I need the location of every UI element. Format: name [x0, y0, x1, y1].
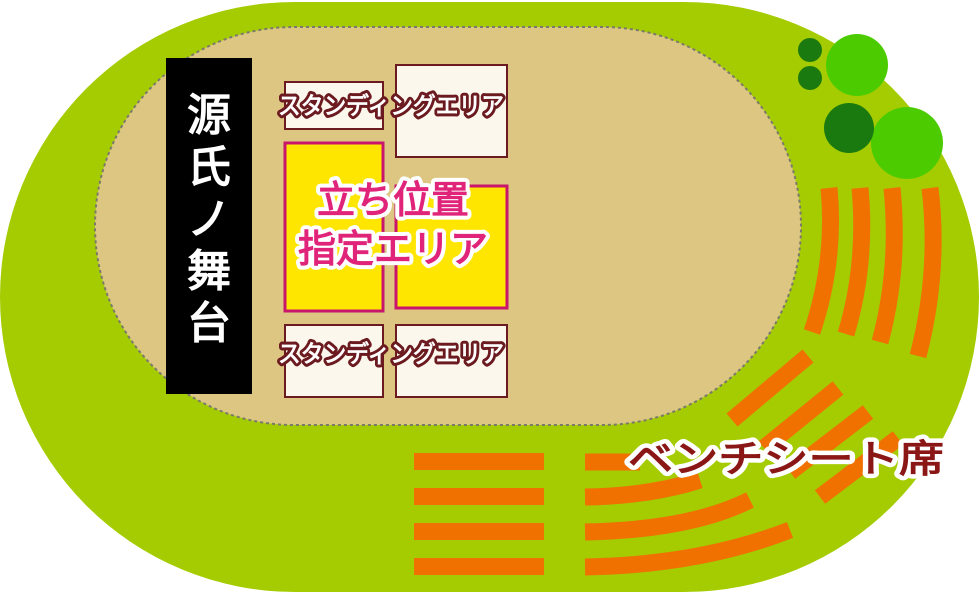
bench-seat-icon [784, 405, 874, 479]
bench-seat-icon [837, 187, 871, 337]
stage-label-char: 台 [187, 298, 231, 349]
bench-seat-area [414, 186, 942, 576]
standing-area-bottom-label: スタンディングエリア [278, 340, 504, 368]
stage-label-char: 舞 [187, 246, 231, 297]
bench-seat-icon [726, 349, 814, 427]
standing-area-top-label: スタンディングエリア [278, 92, 504, 120]
standing-area-top: スタンディングエリア [275, 64, 508, 158]
reserved-area-label-line2: 指定エリア [298, 227, 488, 271]
standing-area-bottom: スタンディングエリア [275, 324, 508, 398]
bench-seat-icon [584, 492, 754, 541]
stage-label-char: 氏 [187, 142, 231, 193]
tree-icon [871, 107, 943, 179]
reserved-area: 立ち位置 指定エリア [283, 141, 509, 313]
bench-seat-icon [414, 488, 544, 505]
tree-icon [798, 38, 822, 62]
stage-label-char: ノ [187, 194, 231, 245]
bench-seat-icon [584, 471, 703, 506]
tree-icon [798, 66, 822, 90]
tree-icon [824, 103, 874, 153]
bench-seat-icon [414, 523, 544, 540]
bench-seat-icon [814, 431, 904, 504]
bench-seat-icon [803, 187, 840, 335]
bench-seat-icon [909, 186, 942, 359]
reserved-area-label-line1: 立ち位置 [317, 178, 469, 222]
tree-cluster [798, 34, 943, 179]
tree-icon [826, 34, 888, 96]
stage-label-char: 源 [187, 90, 231, 141]
bench-seat-icon [584, 522, 794, 576]
bench-seat-icon [871, 187, 903, 345]
bench-seat-icon [414, 453, 544, 470]
stage: 源 氏 ノ 舞 台 [166, 58, 252, 394]
bench-seats-label: ベンチシート席 [628, 437, 944, 481]
bench-seat-icon [758, 381, 844, 455]
bench-seat-icon [414, 558, 544, 575]
